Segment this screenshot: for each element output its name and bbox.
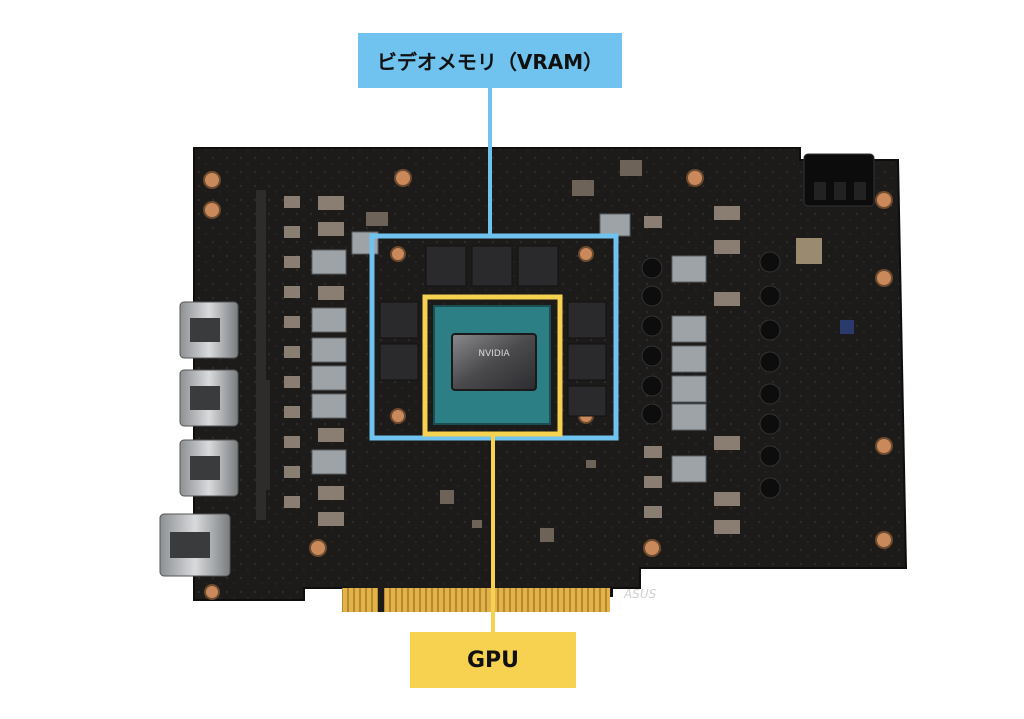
gpu-chip: NVIDIA — [433, 305, 551, 425]
display-ports — [159, 301, 239, 577]
vram-chips — [379, 245, 607, 417]
asus-logo: ASUS — [623, 587, 657, 601]
pcie-gold-contacts — [342, 588, 610, 612]
chip-brand-text: NVIDIA — [478, 349, 510, 359]
vram-label: ビデオメモリ（VRAM） — [358, 33, 622, 88]
mounting-holes — [203, 169, 893, 600]
vrm-left — [256, 190, 379, 526]
gpu-label: GPU — [410, 632, 576, 688]
small-components — [366, 160, 642, 542]
vrm-right — [599, 206, 854, 534]
